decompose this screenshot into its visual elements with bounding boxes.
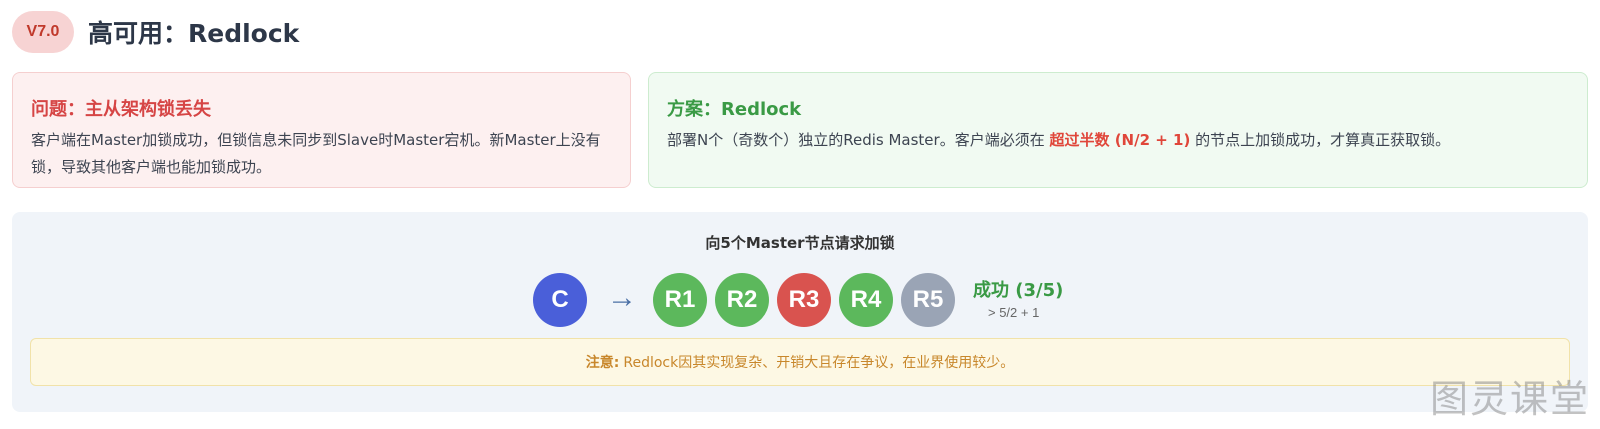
note-label: 注意: bbox=[585, 355, 620, 371]
demo-title: 向5个Master节点请求加锁 bbox=[705, 234, 895, 252]
solution-title: 方案：Redlock bbox=[667, 99, 802, 120]
redis-node-r3: R3 bbox=[777, 273, 831, 327]
problem-text: 客户端在Master加锁成功，但锁信息未同步到Slave时Master宕机。新M… bbox=[31, 131, 601, 176]
arrow-right-icon: → bbox=[607, 281, 637, 314]
solution-text-after: 的节点上加锁成功，才算真正获取锁。 bbox=[1190, 131, 1451, 149]
solution-text-before: 部署N个（奇数个）独立的Redis Master。客户端必须在 bbox=[667, 131, 1050, 149]
result-condition: > 5/2 + 1 bbox=[988, 305, 1040, 320]
solution-highlight: 超过半数 (N/2 + 1) bbox=[1049, 131, 1191, 149]
note-text: Redlock因其实现复杂、开销大且存在争议，在业界使用较少。 bbox=[623, 355, 1015, 371]
redis-node-r4: R4 bbox=[839, 273, 893, 327]
redis-node-r1: R1 bbox=[653, 273, 707, 327]
solution-text: 部署N个（奇数个）独立的Redis Master。客户端必须在 超过半数 (N/… bbox=[667, 127, 1569, 154]
watermark: 图灵课堂 bbox=[1429, 377, 1590, 421]
redis-node-r2: R2 bbox=[715, 273, 769, 327]
redlock-demo-panel: 向5个Master节点请求加锁 C → R1 R2 R3 R4 R5 成功 (3… bbox=[12, 212, 1588, 412]
problem-card: 问题：主从架构锁丢失 客户端在Master加锁成功，但锁信息未同步到Slave时… bbox=[12, 72, 631, 188]
note-box: 注意: Redlock因其实现复杂、开销大且存在争议，在业界使用较少。 bbox=[30, 338, 1570, 386]
header: V7.0 高可用：Redlock bbox=[12, 11, 299, 53]
page-title: 高可用：Redlock bbox=[88, 19, 300, 48]
solution-card: 方案：Redlock 部署N个（奇数个）独立的Redis Master。客户端必… bbox=[648, 72, 1588, 188]
version-badge: V7.0 bbox=[12, 11, 74, 53]
client-node: C bbox=[533, 273, 587, 327]
problem-title: 问题：主从架构锁丢失 bbox=[31, 99, 211, 120]
redis-node-r5: R5 bbox=[901, 273, 955, 327]
result-label: 成功 (3/5) bbox=[973, 280, 1064, 301]
